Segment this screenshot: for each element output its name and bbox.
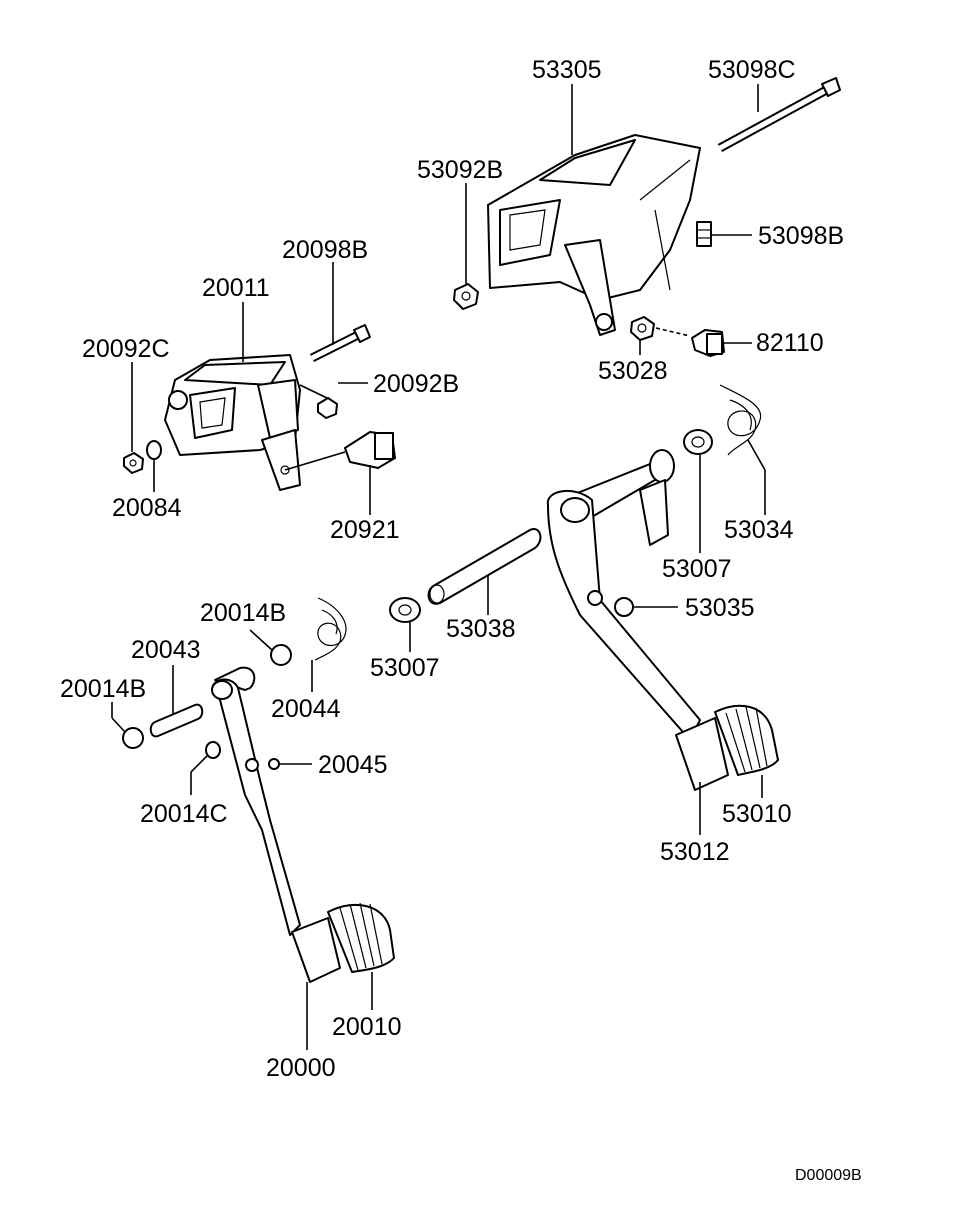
bushing-53007-lower[interactable]	[389, 597, 421, 623]
label-53098B: 53098B	[758, 222, 844, 250]
label-20010: 20010	[332, 1013, 402, 1041]
label-53034: 53034	[724, 516, 794, 544]
nut-53028[interactable]	[630, 316, 655, 341]
spacer-53035[interactable]	[614, 597, 634, 617]
brake-pedal-pad-53010[interactable]	[675, 704, 779, 791]
label-53092B: 53092B	[417, 156, 503, 184]
label-53028: 53028	[598, 357, 668, 385]
return-spring-53034[interactable]	[719, 384, 762, 456]
label-20045: 20045	[318, 751, 388, 779]
label-20084: 20084	[112, 494, 182, 522]
screw-53098B[interactable]	[696, 221, 712, 247]
label-82110: 82110	[756, 329, 824, 357]
label-53035: 53035	[685, 594, 755, 622]
label-20014B-upper: 20014B	[200, 599, 286, 627]
pin-20045[interactable]	[268, 758, 280, 770]
clutch-pedal-bracket[interactable]	[164, 354, 301, 491]
label-53007-lower: 53007	[370, 654, 440, 682]
label-53010: 53010	[722, 800, 792, 828]
brake-pedal-bracket[interactable]	[487, 134, 701, 336]
bushing-20014B-left[interactable]	[122, 727, 144, 749]
label-53038: 53038	[446, 615, 516, 643]
pin-20043[interactable]	[149, 703, 204, 738]
nut-53092B[interactable]	[453, 283, 479, 310]
label-20044: 20044	[271, 695, 341, 723]
label-53098C: 53098C	[708, 56, 796, 84]
label-20092B: 20092B	[373, 370, 459, 398]
clutch-pedal-pad-20010[interactable]	[291, 902, 395, 983]
brake-pedal-arm[interactable]	[546, 449, 701, 741]
shaft-53038[interactable]	[427, 528, 542, 605]
label-20098B: 20098B	[282, 236, 368, 264]
nut-20092B[interactable]	[317, 397, 338, 419]
bushing-53007-upper[interactable]	[683, 429, 713, 455]
bolt-20098B[interactable]	[309, 324, 371, 363]
washer-20084[interactable]	[146, 440, 162, 460]
label-20921: 20921	[330, 516, 400, 544]
label-20043: 20043	[131, 636, 201, 664]
label-20000: 20000	[266, 1054, 336, 1082]
label-53012: 53012	[660, 838, 730, 866]
clutch-pedal-arm[interactable]	[211, 666, 301, 936]
diagram-reference-code: D00009B	[795, 1167, 862, 1184]
part-labels: 53305 53098C 53092B 53098B 82110 53028 2…	[60, 56, 862, 1184]
label-53007-upper: 53007	[662, 555, 732, 583]
bolt-53098C[interactable]	[717, 77, 841, 152]
label-20092C: 20092C	[82, 335, 170, 363]
label-20014C: 20014C	[140, 800, 228, 828]
label-20011: 20011	[202, 274, 270, 302]
return-spring-20044[interactable]	[314, 597, 347, 661]
switch-20921[interactable]	[344, 431, 396, 469]
leader-lines	[111, 84, 766, 1050]
nut-20092C[interactable]	[123, 452, 144, 474]
switch-82110[interactable]	[691, 329, 725, 357]
label-20014B-left: 20014B	[60, 675, 146, 703]
bushing-20014B-upper[interactable]	[270, 644, 292, 666]
label-53305: 53305	[532, 56, 602, 84]
bushing-20014C[interactable]	[205, 741, 221, 759]
